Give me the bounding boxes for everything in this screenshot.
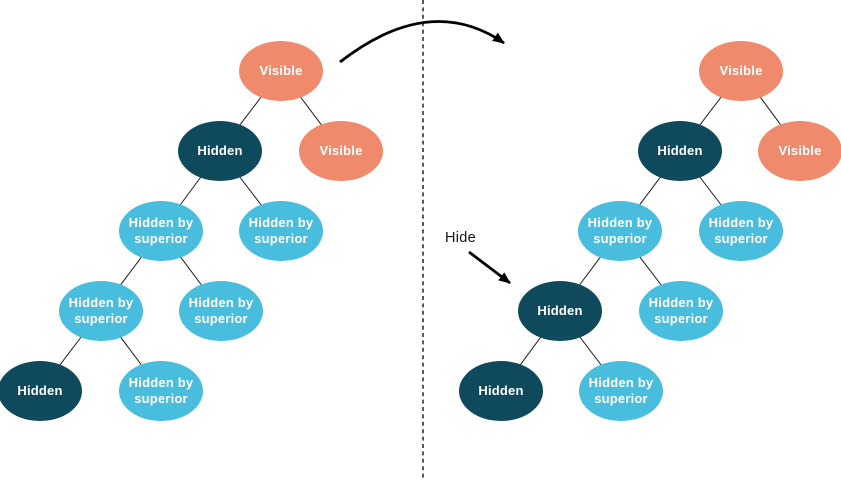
tree-node-hidden-by-superior: Hidden by superior bbox=[119, 361, 203, 421]
tree-node-hidden-by-superior: Hidden by superior bbox=[578, 201, 662, 261]
tree-node-hidden-by-superior: Hidden by superior bbox=[579, 361, 663, 421]
tree-node-hidden: Hidden bbox=[178, 121, 262, 181]
tree-node-visible: Visible bbox=[758, 121, 841, 181]
tree-node-hidden-by-superior: Hidden by superior bbox=[179, 281, 263, 341]
tree-node-hidden-by-superior: Hidden by superior bbox=[119, 201, 203, 261]
tree-node-visible: Visible bbox=[239, 41, 323, 101]
tree-node-visible: Visible bbox=[299, 121, 383, 181]
tree-node-hidden-by-superior: Hidden by superior bbox=[699, 201, 783, 261]
tree-node-hidden-by-superior: Hidden by superior bbox=[239, 201, 323, 261]
tree-node-hidden-by-superior: Hidden by superior bbox=[59, 281, 143, 341]
transform-arrow-icon bbox=[339, 20, 505, 64]
tree-node-hidden: Hidden bbox=[638, 121, 722, 181]
hide-arrow-icon bbox=[468, 250, 511, 285]
tree-node-hidden: Hidden bbox=[0, 361, 82, 421]
tree-node-hidden: Hidden bbox=[518, 281, 602, 341]
tree-node-visible: Visible bbox=[699, 41, 783, 101]
tree-node-hidden: Hidden bbox=[459, 361, 543, 421]
tree-node-hidden-by-superior: Hidden by superior bbox=[639, 281, 723, 341]
hide-label: Hide bbox=[445, 230, 477, 246]
